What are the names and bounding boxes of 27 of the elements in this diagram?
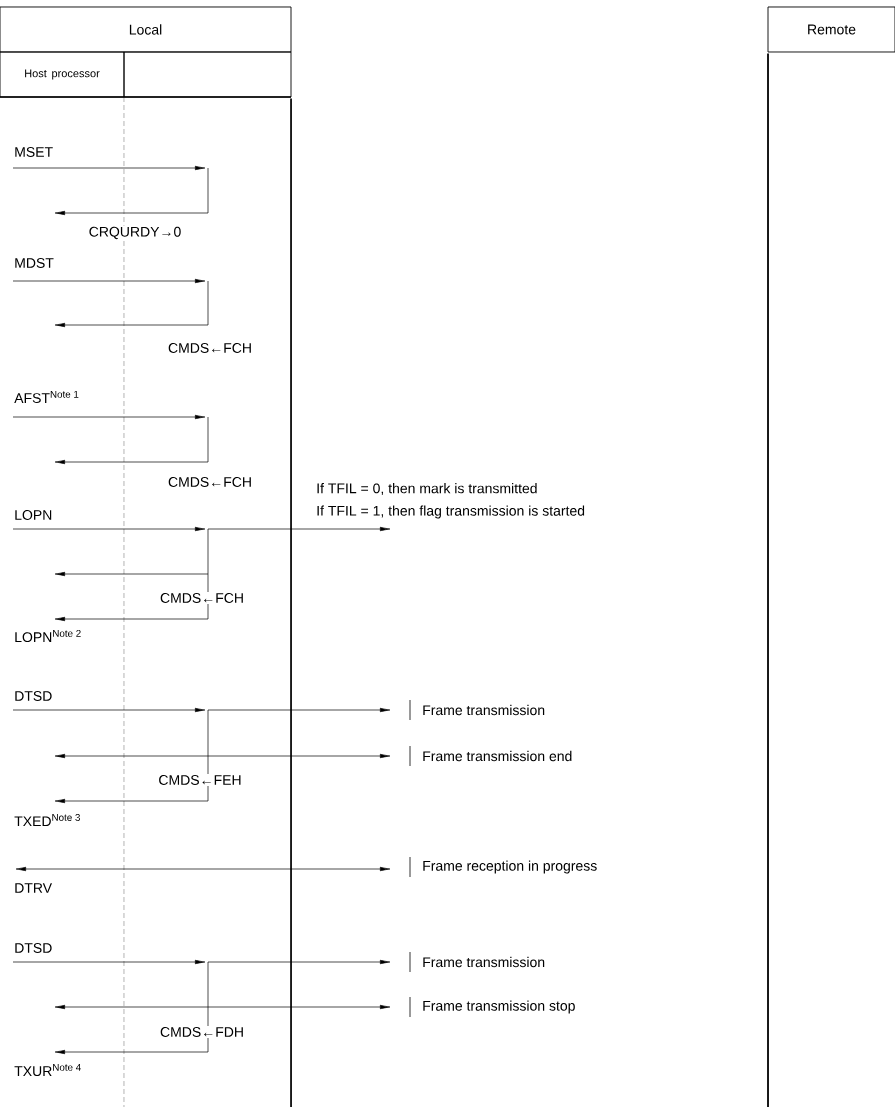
signal-label: LOPN [13,509,54,521]
signal-label: CMDS←FCH [167,342,253,354]
signal-label: CMDS←FDH [159,1026,245,1038]
header-cell: Remote [767,6,895,53]
header-cell [123,51,292,98]
signal-label: TXED$^{Note 3}$ [13,812,82,828]
frame-note: Frame transmission [409,699,545,721]
signal-label: CRQURDY→0 [87,225,183,241]
signal-label: DTRV [13,882,54,894]
frame-note: Frame transmission end [409,745,572,767]
signal-label: LOPN$^{Note 2}$ [13,628,83,644]
signal-label: DTSD [13,942,54,954]
signal-label: CMDS←FCH [159,592,245,604]
signal-label: MDST [13,257,55,269]
signal-label: MSET [13,146,55,158]
frame-note: Frame transmission stop [409,996,575,1018]
signal-label: If TFIL = 0, then mark is transmitted [315,482,539,496]
signal-label: AFST$^{Note 1}$ [13,389,81,405]
signal-label: CMDS←FCH [167,476,253,488]
signal-label: If TFIL = 1, then flag transmission is started [315,504,587,520]
header-cell: Host processor [0,51,125,98]
frame-note: Frame reception in progress [409,856,597,878]
frame-note: Frame transmission [409,951,545,973]
signal-label: TXUR$^{Note 4}$ [13,1062,83,1078]
signal-label: CMDS←FEH [157,774,243,786]
header-cell: Local [0,6,292,53]
signal-label: DTSD [13,690,54,702]
